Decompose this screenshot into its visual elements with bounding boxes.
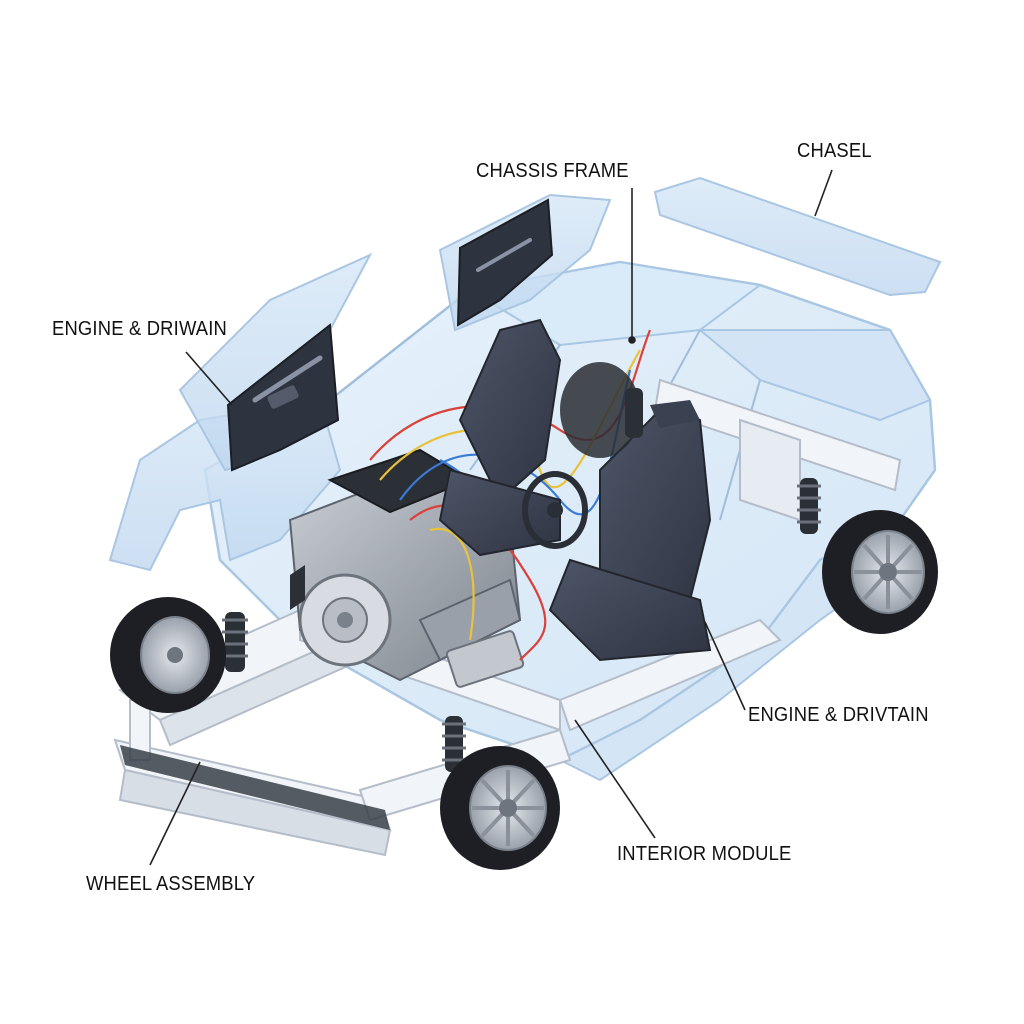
label-interior-module: INTERIOR MODULE — [617, 843, 792, 865]
front-bumper — [120, 745, 390, 830]
leader-dot-chassis-frame — [628, 336, 636, 344]
leader-interior-module — [574, 719, 656, 839]
label-engine-driwain: ENGINE & DRIWAIN — [52, 318, 228, 340]
trunk-lid-panel — [653, 176, 942, 297]
label-wheel-assembly: WHEEL ASSEMBLY — [86, 873, 256, 895]
front-right-strut — [442, 716, 466, 772]
rear-door-panel — [438, 193, 612, 332]
rear-right-wheel — [822, 510, 938, 634]
rear-left-strut — [625, 388, 643, 438]
steering-wheel — [522, 471, 588, 549]
label-chassis-frame: CHASSIS FRAME — [476, 160, 629, 182]
leader-lines — [149, 169, 833, 866]
leader-engine-driwain — [185, 351, 233, 406]
front-left-strut — [222, 612, 248, 672]
label-chasel: CHASEL — [797, 140, 872, 162]
label-engine-drivtain: ENGINE & DRIVTAIN — [748, 704, 929, 726]
mid-tire — [560, 362, 640, 458]
front-door-panel — [178, 252, 373, 472]
front-seat — [548, 400, 712, 662]
front-left-wheel — [110, 597, 226, 713]
leader-wheel-assembly — [149, 761, 201, 866]
leader-engine-drivtain — [704, 621, 746, 711]
rear-right-strut — [797, 478, 821, 534]
leader-chasel — [814, 169, 833, 217]
front-right-wheel — [440, 746, 560, 870]
